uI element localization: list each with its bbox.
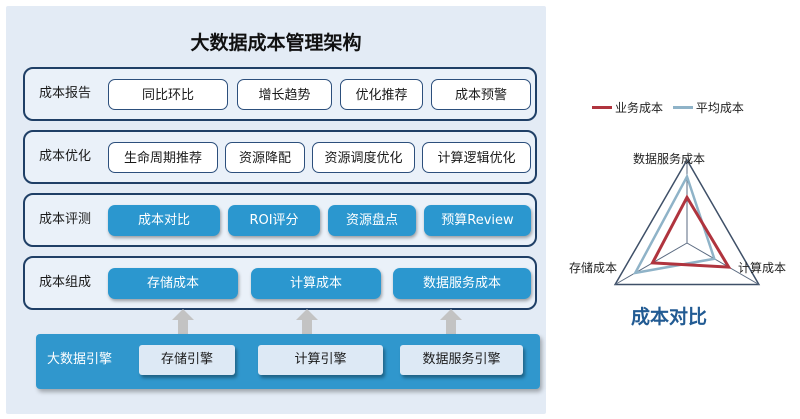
layer-label: 成本评测 bbox=[39, 212, 92, 227]
legend-label: 业务成本 bbox=[615, 101, 664, 115]
up-arrow-icon bbox=[172, 309, 194, 337]
chart-title: 成本对比 bbox=[630, 306, 707, 328]
up-arrow-icon bbox=[296, 309, 318, 337]
radar-chart bbox=[613, 158, 761, 286]
radar-frame bbox=[613, 158, 761, 286]
layer-label: 成本报告 bbox=[39, 86, 92, 101]
item-yoy-mom: 同比环比 bbox=[108, 79, 228, 110]
legend-item-business-cost: 业务成本 bbox=[592, 99, 663, 116]
layer-cost-composition: 成本组成 存储成本 计算成本 数据服务成本 bbox=[23, 256, 537, 310]
item-compute-engine: 计算引擎 bbox=[258, 345, 383, 375]
layer-label: 成本优化 bbox=[39, 149, 92, 164]
item-cost-alert: 成本预警 bbox=[431, 79, 531, 110]
item-compute-cost: 计算成本 bbox=[251, 268, 381, 299]
item-storage-cost: 存储成本 bbox=[108, 268, 238, 299]
axis-label-data-service-cost: 数据服务成本 bbox=[633, 152, 706, 166]
layer-cost-report: 成本报告 同比环比 增长趋势 优化推荐 成本预警 bbox=[23, 67, 537, 121]
legend-swatch bbox=[592, 106, 612, 109]
engine-label: 大数据引擎 bbox=[47, 352, 113, 367]
item-resource-inventory: 资源盘点 bbox=[328, 205, 416, 236]
item-data-service-cost: 数据服务成本 bbox=[393, 268, 531, 299]
item-data-service-engine: 数据服务引擎 bbox=[400, 345, 523, 375]
up-arrow-icon bbox=[440, 309, 462, 337]
architecture-title: 大数据成本管理架构 bbox=[190, 32, 362, 54]
item-roi-score: ROI评分 bbox=[228, 205, 320, 236]
item-budget-review: 预算Review bbox=[424, 205, 531, 236]
item-resource-downgrade: 资源降配 bbox=[225, 142, 305, 173]
legend-label: 平均成本 bbox=[695, 101, 744, 115]
layer-cost-optimization: 成本优化 生命周期推荐 资源降配 资源调度优化 计算逻辑优化 bbox=[23, 130, 537, 184]
architecture-panel: 大数据成本管理架构 成本报告 同比环比 增长趋势 优化推荐 成本预警 成本优化 … bbox=[6, 6, 546, 414]
axis-label-compute-cost: 计算成本 bbox=[738, 261, 787, 275]
legend-item-average-cost: 平均成本 bbox=[672, 99, 744, 116]
item-cost-comparison: 成本对比 bbox=[108, 205, 220, 236]
radar-axis-line bbox=[686, 242, 760, 285]
axis-label-storage-cost: 存储成本 bbox=[569, 261, 618, 275]
item-optimization-recommend: 优化推荐 bbox=[340, 79, 423, 110]
chart-legend: 业务成本 平均成本 bbox=[592, 98, 750, 116]
item-scheduling-optimization: 资源调度优化 bbox=[312, 142, 415, 173]
radar-series-business-cost bbox=[650, 194, 732, 269]
item-lifecycle-recommend: 生命周期推荐 bbox=[108, 142, 218, 173]
item-compute-logic-optimization: 计算逻辑优化 bbox=[422, 142, 531, 173]
big-data-engine-layer: 大数据引擎 存储引擎 计算引擎 数据服务引擎 bbox=[36, 334, 540, 389]
item-storage-engine: 存储引擎 bbox=[139, 345, 235, 375]
legend-swatch bbox=[672, 106, 693, 109]
layer-cost-evaluation: 成本评测 成本对比 ROI评分 资源盘点 预算Review bbox=[23, 193, 537, 247]
item-growth-trend: 增长趋势 bbox=[237, 79, 332, 110]
layer-label: 成本组成 bbox=[39, 275, 92, 290]
